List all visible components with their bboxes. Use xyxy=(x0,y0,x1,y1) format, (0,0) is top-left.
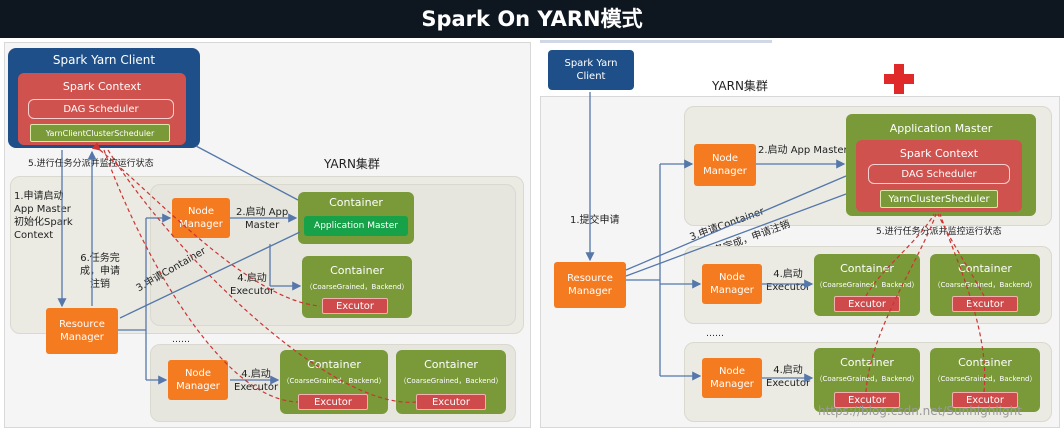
left-step6-label: 6.任务完 成，申请 注销 xyxy=(80,253,120,290)
right-resource-manager: Resource Manager xyxy=(554,262,626,308)
right-container-label-3a: Container xyxy=(840,355,894,369)
right-step4b-label: 4.启动 Executor xyxy=(766,365,811,389)
left-resource-manager: Resource Manager xyxy=(46,308,118,354)
right-step5-label: 5.进行任务分派并监控运行状态 xyxy=(876,227,1002,237)
right-step2-label: 2.启动 App Master xyxy=(758,145,848,156)
right-node-manager-1: Node Manager xyxy=(694,144,756,186)
left-container-label-1: Container xyxy=(329,195,383,209)
right-spark-context-label: Spark Context xyxy=(899,146,979,160)
right-backend-2b: （CoarseGrained，Backend） xyxy=(933,280,1037,289)
right-executor-2a: Excutor xyxy=(834,296,900,312)
left-node-manager-1: Node Manager xyxy=(172,198,230,238)
right-container-label-3b: Container xyxy=(958,355,1012,369)
right-application-master-label: Application Master xyxy=(889,121,993,135)
right-node-manager-2: Node Manager xyxy=(702,264,762,304)
right-step4a-label: 4.启动 Executor xyxy=(766,269,811,293)
left-executor-3: Excutor xyxy=(298,394,368,410)
right-container-label-2a: Container xyxy=(840,261,894,275)
left-container-label-4: Container xyxy=(424,357,478,371)
right-executor-3a: Excutor xyxy=(834,392,900,408)
right-executor-2b: Excutor xyxy=(952,296,1018,312)
client-title: Spark Yarn Client xyxy=(52,52,156,67)
right-node-manager-3: Node Manager xyxy=(702,358,762,398)
right-backend-3a: （CoarseGrained，Backend） xyxy=(815,374,919,383)
right-cluster-scheduler: YarnClusterSheduler xyxy=(880,190,998,208)
right-top-divider xyxy=(540,40,772,43)
page-title: Spark On YARN模式 xyxy=(421,7,643,31)
left-step2-label: 2.启动 App Master xyxy=(236,207,289,231)
right-cluster-label: YARN集群 xyxy=(712,79,768,93)
right-backend-3b: （CoarseGrained，Backend） xyxy=(933,374,1037,383)
left-container-label-2: Container xyxy=(330,263,384,277)
right-ellipsis: …… xyxy=(706,329,724,339)
left-executor-2: Excutor xyxy=(322,298,388,314)
left-backend-4: （CoarseGrained，Backend） xyxy=(399,376,503,385)
title-banner xyxy=(0,0,1064,38)
left-backend-3: （CoarseGrained，Backend） xyxy=(282,376,386,385)
left-step1-label: 1.申请启动 App Master 初始化Spark Context xyxy=(14,191,73,241)
left-ellipsis: …… xyxy=(172,335,190,345)
left-container-label-3: Container xyxy=(307,357,361,371)
left-application-master: Application Master xyxy=(304,216,408,236)
right-step1-label: 1.提交申请 xyxy=(570,215,620,226)
spark-context-label: Spark Context xyxy=(62,79,142,93)
right-spark-yarn-client: Spark Yarn Client xyxy=(548,50,634,90)
left-backend-2: （CoarseGrained，Backend） xyxy=(305,282,409,291)
watermark-text: https://blog.csdn.net/Sunhighlight xyxy=(818,404,1022,418)
client-scheduler-box: YarnClientClusterScheduler xyxy=(30,124,170,142)
left-cluster-label: YARN集群 xyxy=(324,157,380,171)
right-container-label-2b: Container xyxy=(958,261,1012,275)
left-executor-4: Excutor xyxy=(416,394,486,410)
left-step5-label: 5.进行任务分派并监控运行状态 xyxy=(28,159,154,169)
right-dag-scheduler: DAG Scheduler xyxy=(868,164,1010,184)
dag-scheduler-box: DAG Scheduler xyxy=(28,99,174,119)
right-executor-3b: Excutor xyxy=(952,392,1018,408)
left-step4b-label: 4.启动 Executor xyxy=(234,369,279,393)
plus-icon xyxy=(884,64,914,94)
left-node-manager-2: Node Manager xyxy=(168,360,228,400)
right-backend-2a: （CoarseGrained，Backend） xyxy=(815,280,919,289)
